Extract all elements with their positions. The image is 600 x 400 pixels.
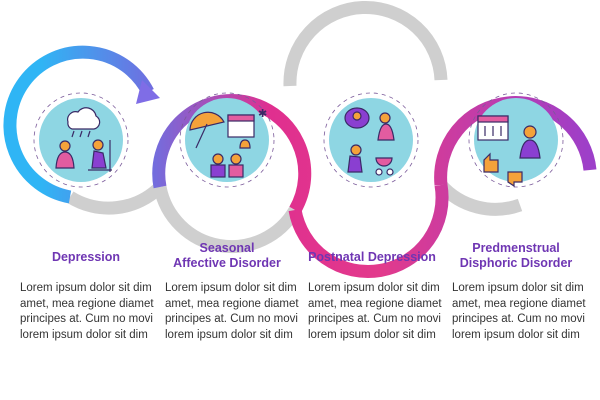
- ring-gray-segment-3: [283, 0, 448, 87]
- circle-bg-3: [329, 98, 413, 182]
- sad-person-rain-icon: [55, 107, 112, 172]
- step-2-title: Seasonal Affective Disorder: [173, 241, 281, 270]
- ring-gray-segment-1: [66, 182, 165, 215]
- step-3-description: Lorem ipsum dolor sit dim amet, mea regi…: [308, 282, 442, 341]
- umbrella-calendar-icon: ✱: [189, 108, 267, 178]
- svg-text:✱: ✱: [258, 108, 267, 120]
- ring-color-segment-3: [288, 183, 449, 279]
- circle-dash-3: [323, 92, 419, 188]
- step-3-title: Postnatal Depression: [308, 250, 436, 264]
- ring-gray-segment-2: [153, 185, 301, 254]
- circle-bg-2: [185, 98, 269, 182]
- step-4-title: Predmenstrual Disphoric Disorder: [459, 241, 573, 270]
- circle-dash-2: [179, 92, 275, 188]
- ring-color-segment-2: [152, 94, 312, 214]
- step-2-description: Lorem ipsum dolor sit dim amet, mea regi…: [165, 282, 299, 341]
- circle-dash-1: [33, 92, 129, 188]
- ring-foreground: [3, 45, 597, 279]
- ring-color-segment-1: [3, 45, 154, 204]
- step-1-description: Lorem ipsum dolor sit dim amet, mea regi…: [20, 282, 154, 341]
- mother-baby-icon: [344, 107, 395, 176]
- circle-dash-4: [468, 92, 564, 188]
- step-1-title: Depression: [51, 250, 121, 264]
- ring-gray-segment-4: [436, 180, 523, 216]
- ring-arrow-icon: [136, 80, 160, 104]
- calendar-thumbs-icon: [477, 115, 541, 188]
- step-4-description: Lorem ipsum dolor sit dim amet, mea regi…: [452, 282, 586, 341]
